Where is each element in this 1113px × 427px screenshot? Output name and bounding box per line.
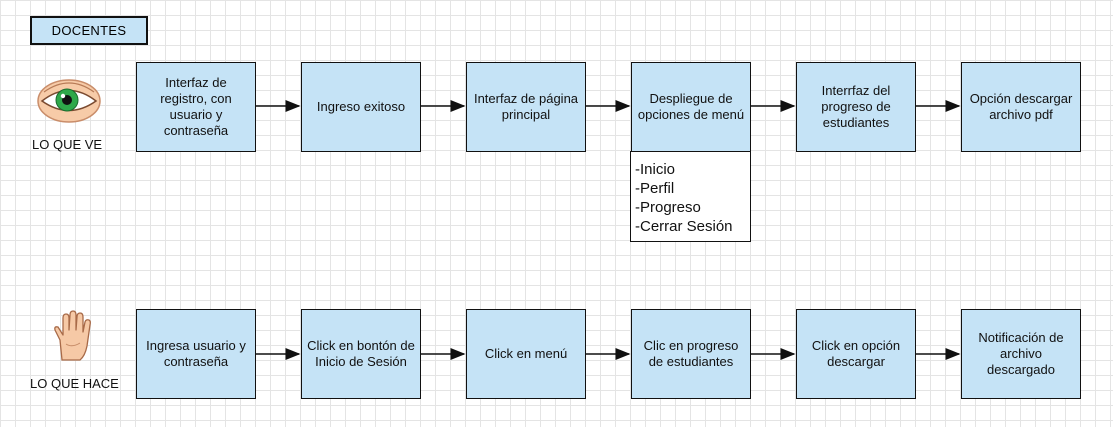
step-box: Despliegue de opciones de menú [631, 62, 751, 152]
menu-option: -Inicio [635, 161, 676, 178]
row-label-lo-que-ve: LO QUE VE [32, 137, 103, 152]
step-box: Clic en progreso de estudiantes [631, 309, 751, 399]
menu-options-list: -Inicio -Perfil -Progreso -Cerrar Sesión [630, 151, 751, 242]
step-box: Interrfaz del progreso de estudiantes [796, 62, 916, 152]
step-box: Click en menú [466, 309, 586, 399]
step-box: Click en opción descargar [796, 309, 916, 399]
step-box: Ingresa usuario y contraseña [136, 309, 256, 399]
step-box: Click en bontón de Inicio de Sesión [301, 309, 421, 399]
menu-option: -Progreso [635, 199, 701, 216]
step-box: Ingreso exitoso [301, 62, 421, 152]
diagram-title: DOCENTES [30, 16, 148, 45]
step-box: Opción descargar archivo pdf [961, 62, 1081, 152]
menu-option: -Cerrar Sesión [635, 218, 733, 235]
step-box: Interfaz de página principal [466, 62, 586, 152]
hand-icon [54, 310, 91, 361]
eye-icon [37, 79, 101, 123]
step-box: Notificación de archivo descargado [961, 309, 1081, 399]
menu-option: -Perfil [635, 180, 675, 197]
step-box: Interfaz de registro, con usuario y cont… [136, 62, 256, 152]
row-label-lo-que-hace: LO QUE HACE [30, 376, 119, 391]
